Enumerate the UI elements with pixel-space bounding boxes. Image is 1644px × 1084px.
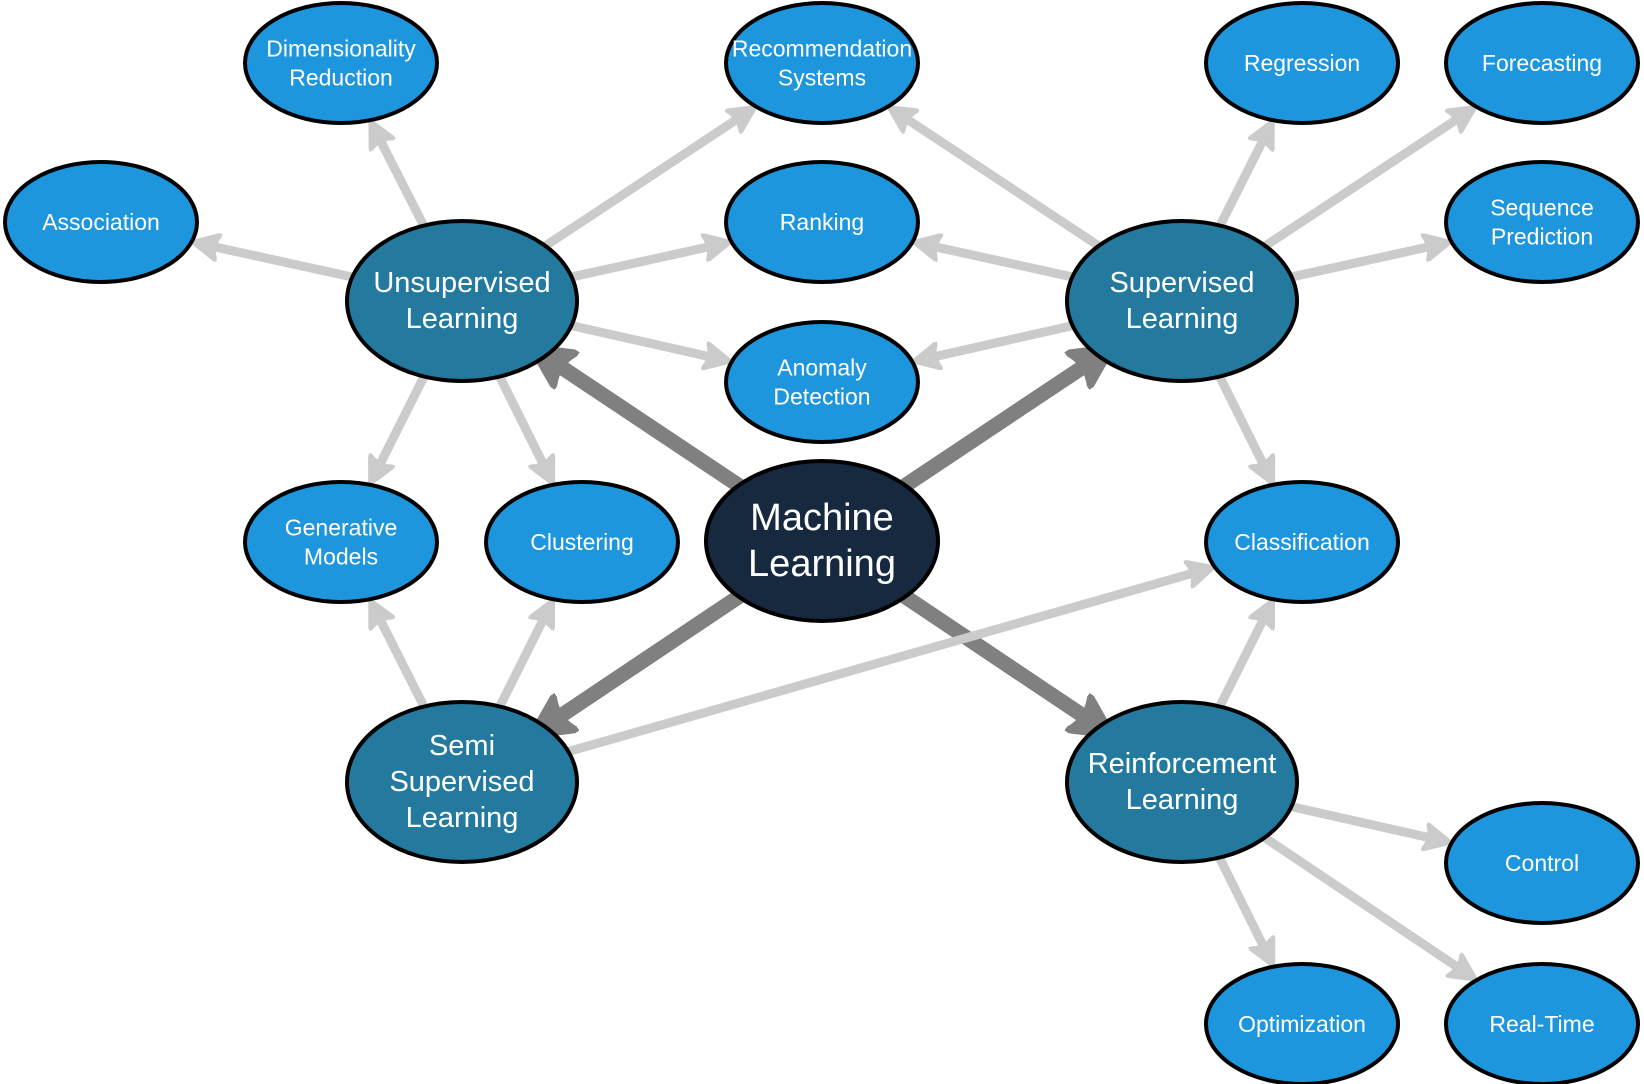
node-shape[interactable] bbox=[1444, 160, 1640, 284]
edge-unsupervised-learning-to-ranking bbox=[567, 245, 718, 282]
node-label: Real-Time bbox=[1489, 1011, 1594, 1037]
node-shape[interactable] bbox=[1204, 962, 1400, 1084]
node-clustering[interactable]: Clustering bbox=[484, 480, 680, 604]
edge-reinforcement-learning-to-optimization bbox=[1215, 853, 1268, 955]
node-forecasting[interactable]: Forecasting bbox=[1444, 1, 1640, 125]
node-label: Dimensionality bbox=[266, 36, 416, 62]
node-label: Learning bbox=[1126, 303, 1239, 335]
node-optimization[interactable]: Optimization bbox=[1204, 962, 1400, 1084]
node-label: Regression bbox=[1244, 50, 1360, 76]
edge-reinforcement-learning-to-classification bbox=[1215, 612, 1267, 711]
edge-semi-supervised-learning-to-generative-models bbox=[376, 612, 429, 712]
edge-unsupervised-learning-to-association bbox=[205, 245, 357, 282]
node-label: Supervised bbox=[389, 766, 534, 798]
node-shape[interactable] bbox=[1444, 1, 1640, 125]
edge-supervised-learning-to-anomaly-detection bbox=[926, 321, 1078, 359]
edge-supervised-learning-to-sequence-prediction bbox=[1287, 245, 1438, 282]
node-label: Classification bbox=[1234, 529, 1370, 555]
node-shape[interactable] bbox=[1444, 962, 1640, 1084]
node-shape[interactable] bbox=[724, 160, 920, 284]
edge-supervised-learning-to-ranking bbox=[926, 245, 1077, 282]
node-label: Control bbox=[1505, 850, 1579, 876]
node-label: Anomaly bbox=[777, 355, 867, 381]
node-real-time[interactable]: Real-Time bbox=[1444, 962, 1640, 1084]
node-label: Reduction bbox=[289, 65, 393, 91]
node-label: Recommendation bbox=[732, 36, 912, 62]
node-regression[interactable]: Regression bbox=[1204, 1, 1400, 125]
node-association[interactable]: Association bbox=[3, 160, 199, 284]
node-shape[interactable] bbox=[1065, 700, 1299, 864]
edge-reinforcement-learning-to-real-time bbox=[1260, 833, 1465, 973]
edge-unsupervised-learning-to-recommendation-systems bbox=[540, 114, 744, 251]
node-label: Systems bbox=[778, 65, 866, 91]
edge-reinforcement-learning-to-control bbox=[1286, 802, 1438, 840]
node-label: Learning bbox=[406, 303, 519, 335]
edge-machine-learning-to-reinforcement-learning bbox=[897, 588, 1096, 724]
edge-supervised-learning-to-classification bbox=[1215, 372, 1268, 473]
node-shape[interactable] bbox=[345, 700, 579, 864]
node-label: Reinforcement bbox=[1088, 748, 1277, 780]
node-ranking[interactable]: Ranking bbox=[724, 160, 920, 284]
node-shape[interactable] bbox=[724, 1, 920, 125]
node-label: Generative bbox=[285, 515, 398, 541]
edge-semi-supervised-learning-to-clustering bbox=[495, 612, 547, 711]
node-label: Machine bbox=[750, 497, 894, 539]
edge-unsupervised-learning-to-anomaly-detection bbox=[566, 321, 718, 359]
node-shape[interactable] bbox=[724, 320, 920, 444]
node-shape[interactable] bbox=[704, 459, 940, 623]
node-label: Unsupervised bbox=[373, 267, 550, 299]
node-label: Learning bbox=[748, 543, 896, 585]
edge-unsupervised-learning-to-clustering bbox=[495, 372, 548, 473]
node-control[interactable]: Control bbox=[1444, 801, 1640, 925]
node-shape[interactable] bbox=[1204, 480, 1400, 604]
node-label: Ranking bbox=[780, 209, 864, 235]
node-label: Models bbox=[304, 544, 378, 570]
node-classification[interactable]: Classification bbox=[1204, 480, 1400, 604]
nodes: MachineLearningUnsupervisedLearningSuper… bbox=[3, 1, 1640, 1084]
edge-supervised-learning-to-recommendation-systems bbox=[900, 114, 1104, 251]
node-label: Detection bbox=[773, 384, 870, 410]
node-shape[interactable] bbox=[1065, 219, 1299, 383]
edge-machine-learning-to-supervised-learning bbox=[897, 359, 1096, 494]
node-label: Clustering bbox=[530, 529, 634, 555]
edges bbox=[205, 114, 1465, 972]
node-label: Optimization bbox=[1238, 1011, 1366, 1037]
node-shape[interactable] bbox=[243, 480, 439, 604]
node-label: Supervised bbox=[1109, 267, 1254, 299]
node-label: Learning bbox=[1126, 784, 1239, 816]
node-label: Association bbox=[42, 209, 160, 235]
node-shape[interactable] bbox=[345, 219, 579, 383]
node-label: Learning bbox=[406, 802, 519, 834]
node-label: Forecasting bbox=[1482, 50, 1602, 76]
edge-semi-supervised-learning-to-classification bbox=[563, 571, 1201, 757]
node-label: Semi bbox=[429, 730, 495, 762]
edge-unsupervised-learning-to-generative-models bbox=[376, 372, 429, 473]
node-shape[interactable] bbox=[243, 1, 439, 125]
node-shape[interactable] bbox=[484, 480, 680, 604]
edge-machine-learning-to-unsupervised-learning bbox=[548, 359, 747, 494]
node-shape[interactable] bbox=[3, 160, 199, 284]
edge-supervised-learning-to-forecasting bbox=[1260, 114, 1464, 251]
node-label: Sequence bbox=[1490, 195, 1594, 221]
edge-supervised-learning-to-regression bbox=[1215, 133, 1267, 231]
node-shape[interactable] bbox=[1444, 801, 1640, 925]
node-shape[interactable] bbox=[1204, 1, 1400, 125]
edge-unsupervised-learning-to-dimensionality-reduction bbox=[376, 133, 429, 231]
edge-machine-learning-to-semi-supervised-learning bbox=[548, 588, 747, 724]
node-label: Prediction bbox=[1491, 224, 1593, 250]
